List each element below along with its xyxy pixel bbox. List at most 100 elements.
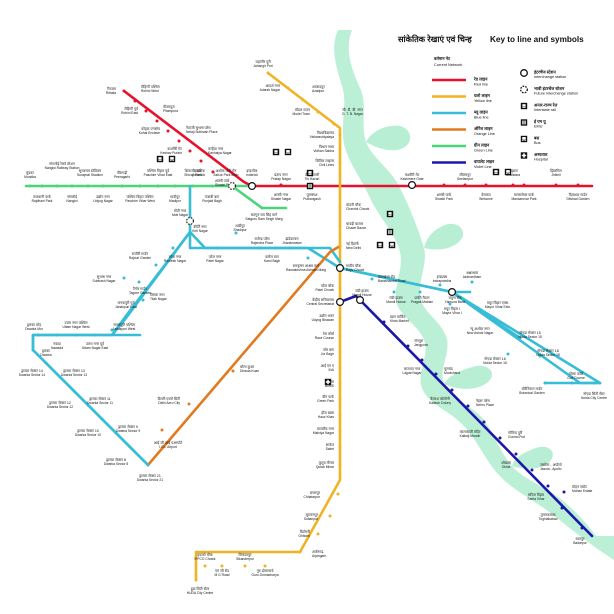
station-marker[interactable] <box>122 89 126 93</box>
station-marker[interactable] <box>518 336 522 340</box>
station-yellow-27[interactable]: अर्जनगढ़Arjangarh <box>298 549 327 558</box>
station-marker[interactable] <box>338 224 342 228</box>
station-red-18[interactable]: शाहदराShahdara <box>506 169 520 187</box>
station-marker[interactable] <box>93 333 97 337</box>
station-red-0[interactable]: रिठालाRithala <box>106 86 126 95</box>
station-orange-0[interactable]: धौला कुआंDhaula Kuan <box>231 364 259 373</box>
station-marker[interactable] <box>144 109 148 113</box>
station-marker[interactable] <box>188 149 192 153</box>
station-marker[interactable] <box>580 526 584 530</box>
station-marker[interactable] <box>466 404 470 408</box>
station-marker[interactable] <box>31 348 35 352</box>
station-marker[interactable] <box>70 184 74 188</box>
station-marker[interactable] <box>482 420 486 424</box>
station-marker[interactable] <box>530 468 534 472</box>
station-orange-1[interactable]: दिल्ली एयरो सिटीDelhi Aero City <box>158 396 191 406</box>
station-marker[interactable] <box>231 369 235 373</box>
station-marker[interactable] <box>234 231 238 235</box>
station-blue-26[interactable]: मयूर विहार एक्स.Mayur Vihar Extn. <box>476 300 511 310</box>
station-marker[interactable] <box>273 246 277 250</box>
station-violet-10[interactable]: जसोला - अपोलोJasola - Apollo <box>530 462 562 472</box>
station-marker[interactable] <box>332 122 336 126</box>
station-marker[interactable] <box>72 389 76 393</box>
station-marker[interactable] <box>28 184 32 188</box>
station-marker[interactable] <box>138 184 142 188</box>
station-green-6[interactable]: पीरागढ़ीPeeragarhi <box>114 170 130 188</box>
station-marker[interactable] <box>543 381 547 385</box>
station-marker[interactable] <box>101 184 105 188</box>
station-yellow-0[interactable]: जहांगीर पुरीJahangir Puri <box>253 59 273 75</box>
station-marker[interactable] <box>338 463 342 467</box>
station-marker[interactable] <box>546 484 550 488</box>
station-green-0[interactable]: मुंडकाMundka <box>24 171 36 188</box>
station-red-3[interactable]: पीतमपुराPitampura <box>155 104 178 123</box>
station-yellow-10[interactable]: नई दिल्लीNew Delhi <box>338 241 361 250</box>
station-marker[interactable] <box>570 381 574 385</box>
station-marker[interactable] <box>263 564 267 568</box>
station-marker[interactable] <box>316 532 320 536</box>
station-marker[interactable] <box>301 98 305 102</box>
station-marker[interactable] <box>306 256 310 260</box>
station-marker[interactable] <box>257 246 261 250</box>
station-marker[interactable] <box>338 334 342 338</box>
station-marker[interactable] <box>338 286 342 290</box>
station-marker[interactable] <box>420 358 424 362</box>
station-marker[interactable] <box>36 333 40 337</box>
station-marker[interactable] <box>160 428 164 432</box>
interchange-station-icon[interactable] <box>356 296 365 305</box>
station-marker[interactable] <box>55 333 59 337</box>
station-marker[interactable] <box>336 492 340 496</box>
station-marker[interactable] <box>128 445 132 449</box>
station-marker[interactable] <box>448 302 452 306</box>
station-marker[interactable] <box>338 161 342 165</box>
station-marker[interactable] <box>86 403 90 407</box>
interchange-station-icon[interactable] <box>408 181 417 190</box>
station-marker[interactable] <box>199 159 203 163</box>
station-violet-5[interactable]: कैलाश कॉलोनीKailash Colony <box>429 388 454 405</box>
station-marker[interactable] <box>338 316 342 320</box>
station-marker[interactable] <box>463 183 467 187</box>
station-marker[interactable] <box>476 306 480 310</box>
station-marker[interactable] <box>279 183 283 187</box>
station-violet-9[interactable]: ओखलाOkhla <box>501 452 518 469</box>
station-marker[interactable] <box>171 246 175 250</box>
station-marker[interactable] <box>114 431 118 435</box>
station-marker[interactable] <box>220 564 224 568</box>
